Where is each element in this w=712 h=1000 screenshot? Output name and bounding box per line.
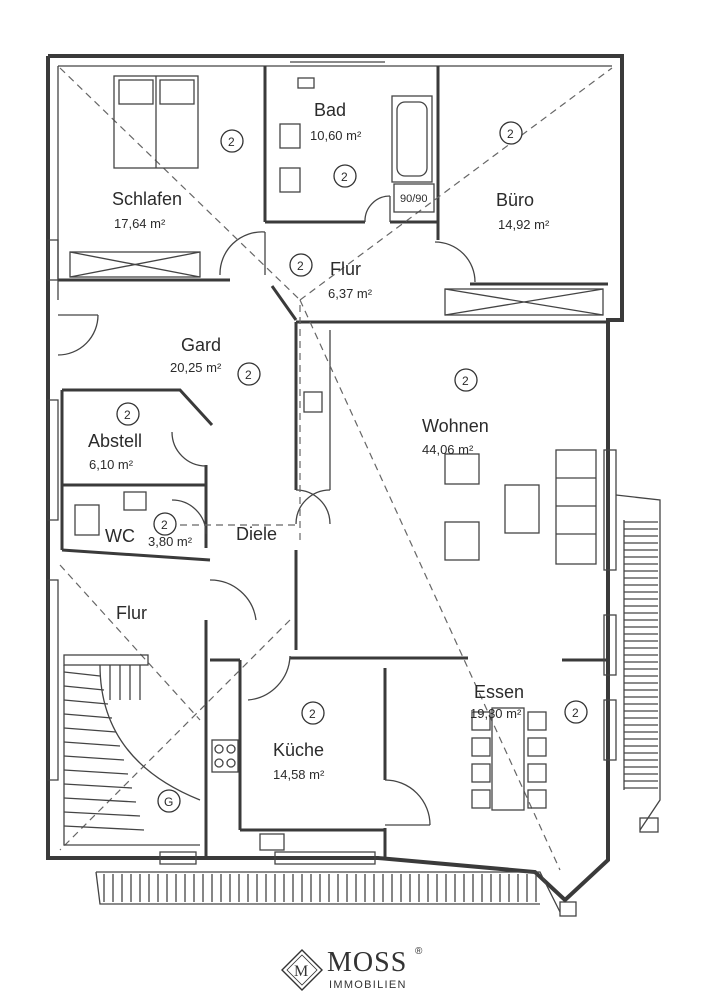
wc-sink: [123, 491, 147, 511]
ceiling-lines: [59, 67, 613, 871]
room-area-wohnen: 44,06 m²: [422, 442, 474, 457]
room-name-schlafen: Schlafen: [112, 189, 182, 209]
stair-tread: [63, 685, 105, 691]
balcony-bottom: [95, 871, 561, 913]
stair-tread: [63, 811, 141, 817]
brand-mark-icon: M: [281, 949, 323, 991]
room-marker-essen: 2: [572, 706, 579, 720]
furniture: 90/90: [69, 75, 604, 851]
room-marker-abstell: 2: [124, 408, 131, 422]
room-area-gard: 20,25 m²: [170, 360, 222, 375]
coffee-table: [504, 484, 540, 534]
room-name-gard: Gard: [181, 335, 221, 355]
interior-walls: [58, 66, 608, 858]
stair-tread: [63, 699, 109, 705]
cupboard: [303, 391, 323, 413]
room-labels: Schlafen 17,64 m² 2 Bad 10,60 m² 2 Büro …: [88, 100, 588, 813]
room-name-diele: Diele: [236, 524, 277, 544]
toilet: [279, 167, 301, 193]
room-area-schlafen: 17,64 m²: [114, 216, 166, 231]
stair-tread: [63, 797, 137, 803]
shower-size-label: 90/90: [400, 193, 428, 205]
dining-table: [471, 707, 547, 811]
stair-tread: [63, 727, 117, 733]
room-area-wc: 3,80 m²: [148, 534, 193, 549]
room-marker-gard: 2: [245, 368, 252, 382]
room-area-buero: 14,92 m²: [498, 217, 550, 232]
room-marker-wohnen: 2: [462, 374, 469, 388]
room-name-flur-unten: Flur: [116, 603, 147, 623]
stair-tread: [63, 783, 133, 789]
stair-tread: [63, 671, 101, 677]
fixture: [297, 77, 315, 89]
room-name-essen: Essen: [474, 682, 524, 702]
sink: [279, 123, 301, 149]
windows: [47, 239, 617, 865]
brand-registered: ®: [415, 946, 423, 957]
stair-tread: [63, 769, 129, 775]
sofa: [555, 449, 597, 565]
stair-tread: [63, 755, 125, 761]
room-marker-flur-oben: 2: [297, 259, 304, 273]
stair-tread: [63, 713, 113, 719]
wardrobe-buero: [444, 288, 604, 316]
kitchen-sink: [259, 833, 285, 851]
stair-marker: G: [164, 795, 173, 809]
doors: [57, 195, 476, 826]
stair-tread: [63, 741, 121, 747]
room-name-bad: Bad: [314, 100, 346, 120]
armchair: [444, 453, 480, 485]
bathtub: [391, 95, 433, 183]
room-marker-schlafen: 2: [228, 135, 235, 149]
room-name-wc: WC: [105, 526, 135, 546]
room-name-wohnen: Wohnen: [422, 416, 489, 436]
room-area-abstell: 6,10 m²: [89, 457, 134, 472]
armchair: [444, 521, 480, 561]
room-name-abstell: Abstell: [88, 431, 142, 451]
shower: 90/90: [393, 183, 435, 213]
room-area-bad: 10,60 m²: [310, 128, 362, 143]
room-area-kueche: 14,58 m²: [273, 767, 325, 782]
brand-name: MOSS: [327, 947, 408, 978]
room-marker-bad: 2: [341, 170, 348, 184]
outer-walls: [46, 54, 624, 903]
wardrobe-schlafen: [69, 251, 201, 278]
stair-tread: [63, 825, 145, 831]
stove: [211, 739, 239, 773]
staircase: [63, 654, 201, 846]
brand-subtitle: IMMOBILIEN: [329, 979, 407, 991]
brand-logo: M MOSS ® IMMOBILIEN: [281, 944, 431, 996]
room-name-flur-oben: Flur: [330, 259, 361, 279]
brand-mark-letter: M: [294, 963, 308, 980]
room-name-kueche: Küche: [273, 740, 324, 760]
wc-toilet: [74, 504, 100, 536]
room-name-buero: Büro: [496, 190, 534, 210]
room-area-essen: 19,30 m²: [470, 706, 522, 721]
balcony-right: [559, 494, 661, 917]
room-marker-buero: 2: [507, 127, 514, 141]
room-marker-wc: 2: [161, 518, 168, 532]
room-marker-kueche: 2: [309, 707, 316, 721]
bed: [113, 75, 199, 169]
room-area-flur-oben: 6,37 m²: [328, 286, 373, 301]
